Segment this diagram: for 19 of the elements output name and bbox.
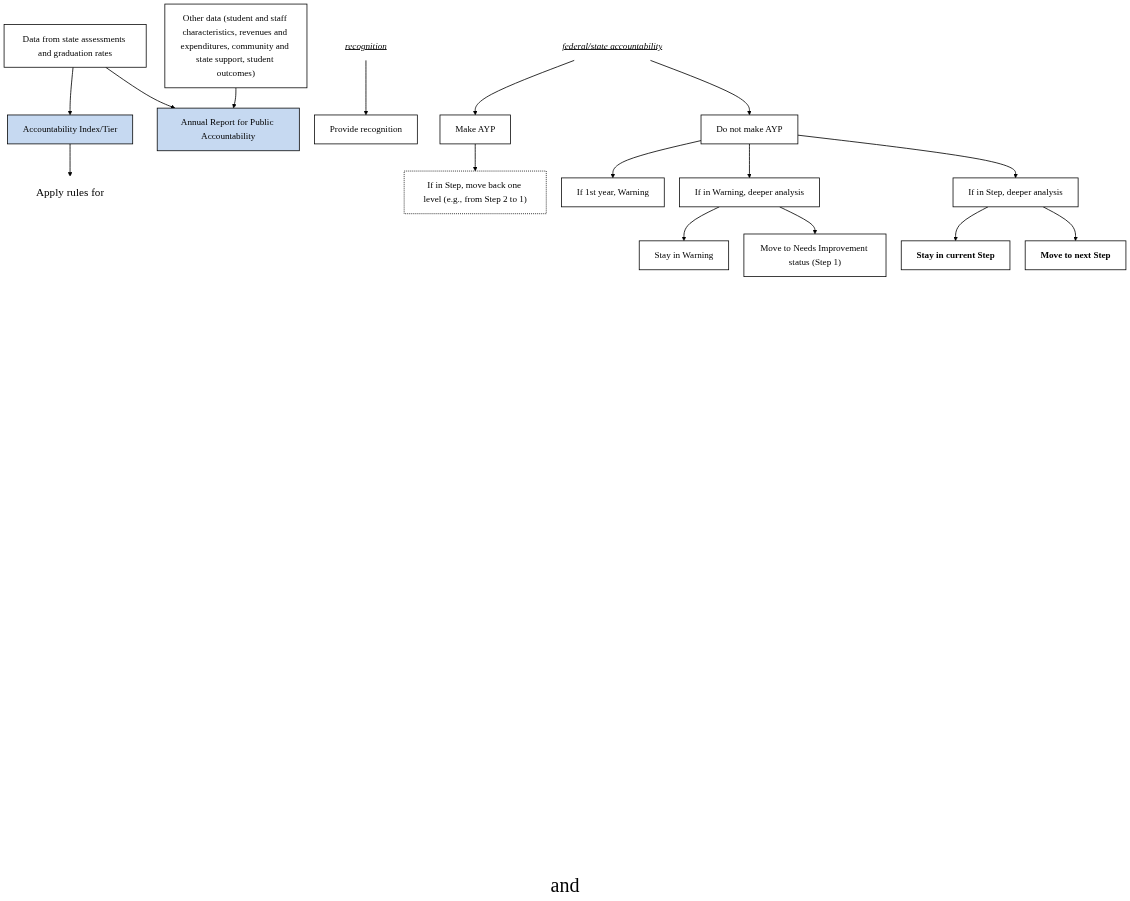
note-text: and [550, 874, 580, 896]
node-box: If 1st year, Warning [561, 177, 665, 208]
node-box: Annual Report for Public Accountability [156, 107, 300, 152]
node-box: Move to next Step [1024, 240, 1127, 271]
node-box: Stay in Warning [638, 240, 730, 271]
node-text: Apply rules for [35, 186, 105, 199]
node-text: recognition [345, 40, 387, 51]
node-text: federal/state accountability [562, 40, 663, 51]
node-box: Other data (student and staff characteristics, revenues and expenditures, community and state support, student outcomes) [164, 3, 308, 89]
node-box: Data from state assessments and graduation rates [3, 24, 147, 68]
node-box: Make AYP [439, 114, 511, 145]
node-box: Provide recognition [314, 114, 418, 145]
node-box: Stay in current Step [900, 240, 1011, 271]
node-box: If in Step, deeper analysis [952, 177, 1079, 208]
node-box: If in Step, move back one level (e.g., from Step 2 to 1) [403, 170, 547, 215]
node-box: If in Warning, deeper analysis [679, 177, 820, 208]
node-box: Do not make AYP [700, 114, 799, 145]
node-box: Move to Needs Improvement status (Step 1) [743, 233, 887, 277]
node-box: Accountability Index/Tier [7, 114, 134, 145]
